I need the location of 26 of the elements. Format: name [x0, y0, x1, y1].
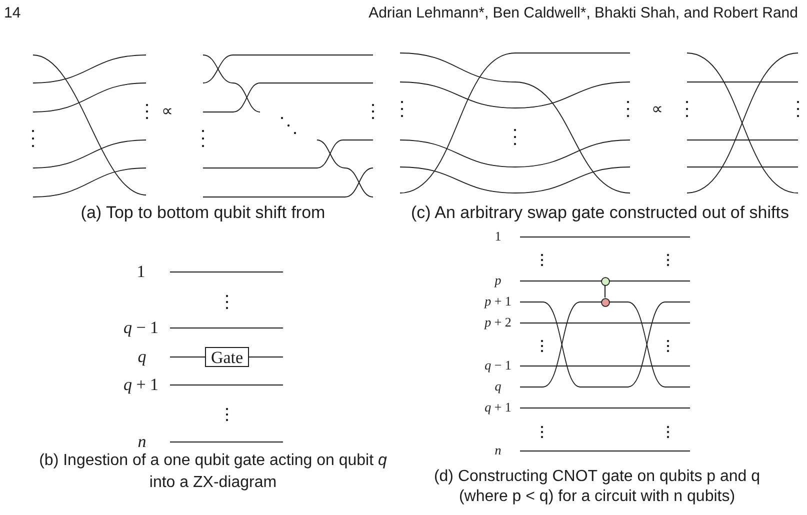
wire-label: p + 1 [484, 294, 512, 310]
wire-label: q + 1 [484, 400, 512, 416]
subfigure-caption: (d) Constructing CNOT gate on qubits p and q (where p < q) for a circuit with n qubits) [432, 467, 762, 507]
control-dot [600, 276, 610, 286]
subfigure-caption: (a) Top to bottom qubit shift from [80, 203, 326, 223]
wire-label: q − 1 [484, 358, 512, 374]
target-dot [600, 298, 610, 306]
wire-label: q + 1 [123, 375, 159, 395]
connector-line [604, 285, 606, 298]
page-number: 14 [4, 4, 21, 22]
wire-label: q [494, 380, 502, 394]
wire-label: n [138, 432, 146, 452]
proportional-symbol: ∝ [652, 100, 662, 120]
wire-label: p [494, 274, 502, 288]
wire-label: q [138, 347, 146, 367]
wire-label: 1 [136, 262, 146, 282]
subfigure-caption: (c) An arbitrary swap gate constructed out of shifts [411, 203, 789, 223]
wire-label: 1 [494, 230, 502, 244]
wire-label: q − 1 [123, 318, 159, 338]
gate-label: Gate [210, 348, 244, 366]
author-line: Adrian Lehmann*, Ben Caldwell*, Bhakti Shah, and Robert Rand [368, 4, 798, 22]
proportional-symbol: ∝ [162, 102, 172, 122]
wire-label: p + 2 [484, 316, 512, 330]
gate-box [205, 347, 249, 367]
subfigure-caption: (b) Ingestion of a one qubit gate acting on qubit q into a ZX-diagram [38, 451, 388, 493]
wire-label: n [494, 444, 502, 458]
